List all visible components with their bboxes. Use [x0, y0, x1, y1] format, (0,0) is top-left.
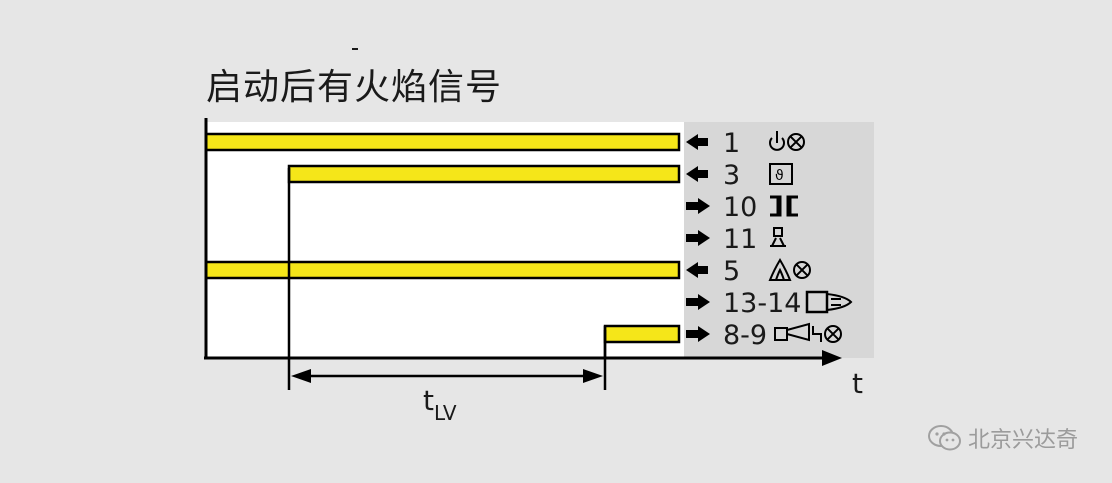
fan-motor-icon: [770, 227, 786, 247]
terminal-label: 11: [723, 224, 757, 255]
arrow-left-icon: [686, 166, 708, 182]
lamp-cross: [789, 135, 803, 149]
terminal-label: 1: [723, 128, 740, 159]
watermark: 北京兴达奇: [927, 423, 1078, 453]
lamp-cross: [795, 263, 809, 277]
pressure-left: [770, 195, 782, 217]
signal-row-8-9: 8-9: [686, 320, 842, 351]
title-dash-mark: [352, 48, 358, 50]
diagram-title: 启动后有火焰信号: [206, 67, 503, 108]
plot-area: [206, 122, 684, 358]
arrow-left-icon: [686, 262, 708, 278]
terminal-label: 3: [723, 160, 740, 191]
watermark-text: 北京兴达奇: [967, 428, 1078, 453]
arrow-right-icon: [686, 294, 710, 310]
power-lamp-icon: [769, 131, 805, 151]
alarm-horn-lamp-icon: [774, 322, 842, 343]
terminal-label: 10: [723, 192, 757, 223]
thermostat-box: [769, 163, 793, 185]
pressure-switch-icon: [770, 195, 798, 217]
interval-label: tLV: [423, 384, 457, 425]
horn-bell: [786, 322, 810, 342]
interval-label-sub: LV: [434, 401, 457, 425]
signal-row-1: 1: [686, 128, 805, 159]
signal-row-13-14: 13-14: [686, 288, 853, 319]
terminal-label: 8-9: [723, 320, 767, 351]
interval-label-main: t: [423, 384, 434, 417]
label-panel: [684, 122, 874, 358]
signal-row-5: 5: [686, 256, 811, 287]
flame-lamp-icon: [768, 258, 811, 281]
lamp-circle: [787, 133, 805, 151]
wechat-icon: [927, 425, 961, 451]
lamp-cross: [826, 327, 840, 341]
arrow-right-icon: [686, 326, 710, 342]
flame-shape: [768, 258, 792, 281]
flame-sensor-icon: [805, 290, 853, 314]
x-axis-arrow: [822, 350, 842, 366]
terminal-label: 5: [723, 256, 740, 287]
thermostat-icon: ϑ: [769, 163, 793, 185]
fan-shape: [770, 227, 786, 247]
arrow-left-icon: [686, 134, 708, 150]
sensor-box: [805, 290, 829, 314]
lamp-circle: [793, 261, 811, 279]
time-axis-label: t: [852, 367, 863, 400]
pressure-right: [786, 195, 798, 217]
signal-bar-1: [204, 132, 681, 152]
thermostat-glyph: ϑ: [775, 168, 784, 184]
sensor-flame: [826, 293, 853, 311]
signal-bar-5: [204, 260, 681, 280]
arrow-right-icon: [686, 230, 710, 246]
signal-bar-8-9: [603, 324, 681, 344]
signal-row-10: 10: [686, 192, 798, 223]
signal-row-11: 11: [686, 224, 786, 255]
power-arc: [769, 137, 785, 151]
signal-bar-3: [287, 164, 681, 184]
interval-arrow-right: [583, 369, 603, 383]
interval-arrow-left: [291, 369, 311, 383]
lamp-circle: [824, 325, 842, 343]
horn-bolt: [812, 326, 822, 342]
arrow-right-icon: [686, 198, 710, 214]
terminal-label: 13-14: [723, 288, 801, 319]
